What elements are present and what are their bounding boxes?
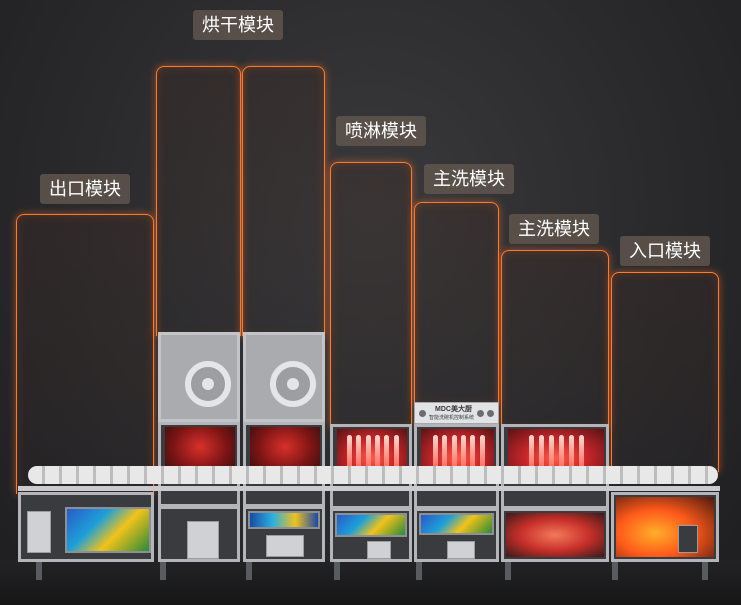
knob-icon xyxy=(419,410,426,417)
pump xyxy=(367,541,391,559)
heated-tank xyxy=(506,513,604,557)
column-entry xyxy=(611,272,719,472)
leg xyxy=(505,562,511,580)
dryer-unit-left xyxy=(158,332,240,422)
tank-dry-right xyxy=(243,506,325,562)
conveyor-rollers xyxy=(28,466,718,484)
column-dry-right xyxy=(242,66,325,336)
tank-entry xyxy=(611,492,719,562)
tank-dry-left xyxy=(158,506,240,562)
spray-jets xyxy=(345,435,401,469)
panel-brand: MDC美大厨 xyxy=(435,406,472,413)
fan-icon xyxy=(270,361,316,407)
column-spray xyxy=(330,162,412,427)
column-main-wash-1 xyxy=(414,202,499,404)
tank-main-wash-1 xyxy=(414,508,499,562)
control-panel: MDC美大厨 智能洗碗机控制系统 xyxy=(414,402,499,424)
water-tank xyxy=(335,513,407,537)
panel-subtitle: 智能洗碗机控制系统 xyxy=(429,415,475,421)
knob-icon xyxy=(487,410,494,417)
wash-jets xyxy=(431,435,487,469)
pump xyxy=(678,525,698,553)
leg xyxy=(160,562,166,580)
label-main-wash-module-1: 主洗模块 xyxy=(424,164,514,194)
fan-icon xyxy=(185,361,231,407)
conveyor-rail xyxy=(18,486,720,491)
leg xyxy=(416,562,422,580)
tank-spray xyxy=(330,508,412,562)
column-main-wash-2 xyxy=(501,250,609,428)
pump xyxy=(187,521,219,559)
wash-jets xyxy=(526,435,586,469)
tank-exit xyxy=(18,492,154,562)
label-dry-module: 烘干模块 xyxy=(193,10,283,40)
tank-main-wash-2 xyxy=(501,508,609,562)
pump xyxy=(27,511,51,553)
column-dry-left xyxy=(156,66,241,336)
label-exit-module: 出口模块 xyxy=(40,174,130,204)
water-tank xyxy=(419,513,494,535)
chamber-dry-right xyxy=(243,422,325,507)
leg xyxy=(246,562,252,580)
label-main-wash-module-2: 主洗模块 xyxy=(509,214,599,244)
knob-icon xyxy=(477,410,484,417)
water-tank xyxy=(65,507,151,553)
leg xyxy=(702,562,708,580)
floor xyxy=(0,560,741,605)
heated-tank xyxy=(616,497,714,557)
leg xyxy=(612,562,618,580)
label-spray-module: 喷淋模块 xyxy=(336,116,426,146)
leg xyxy=(334,562,340,580)
water-tank xyxy=(248,511,320,529)
label-entry-module: 入口模块 xyxy=(620,236,710,266)
column-exit xyxy=(16,214,154,494)
chamber-dry-left xyxy=(158,422,240,507)
pump xyxy=(447,541,475,559)
dryer-unit-right xyxy=(243,332,325,422)
leg xyxy=(36,562,42,580)
pump xyxy=(266,535,304,557)
